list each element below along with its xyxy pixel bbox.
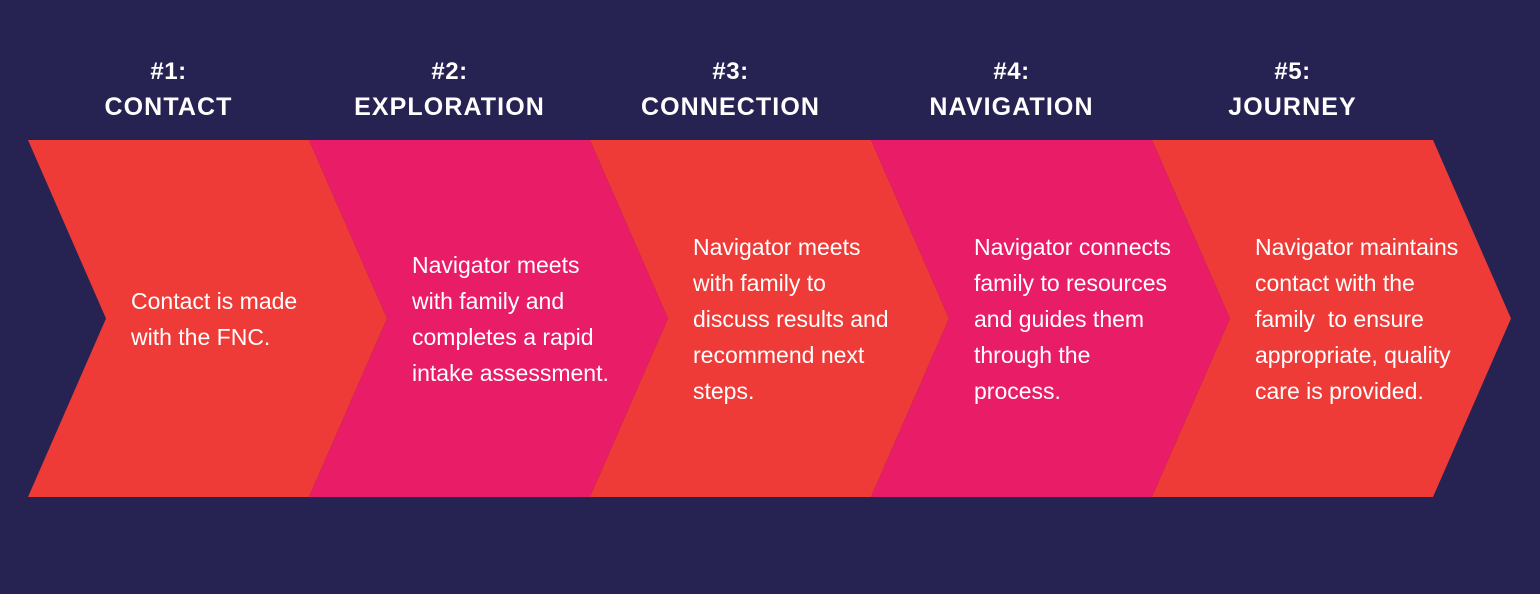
process-step-4[interactable]: #4: NAVIGATION Navigator connects family…: [871, 0, 1230, 594]
step-number-3: #3:: [712, 58, 749, 85]
step-number-4: #4:: [993, 58, 1030, 85]
chevron-shape-3: [590, 140, 949, 497]
chevron-polygon: [1152, 140, 1511, 497]
process-step-3[interactable]: #3: CONNECTION Navigator meets with fami…: [590, 0, 949, 594]
chevron-polygon: [309, 140, 668, 497]
step-header-5: #5: JOURNEY: [1152, 60, 1433, 120]
chevron-shape-5: [1152, 140, 1511, 497]
step-number-2: #2:: [431, 58, 468, 85]
step-header-3: #3: CONNECTION: [590, 60, 871, 120]
step-body-1: Contact is made with the FNC.: [131, 287, 304, 350]
step-body-5: Navigator maintains contact with the fam…: [1255, 233, 1459, 404]
chevron-shape-1: [28, 140, 387, 497]
chevron-polygon: [871, 140, 1230, 497]
chevron-shape-2: [309, 140, 668, 497]
step-header-2: #2: EXPLORATION: [309, 60, 590, 120]
step-body-4: Navigator connects family to resources a…: [974, 233, 1178, 404]
process-step-5[interactable]: #5: JOURNEY Navigator maintains contact …: [1152, 0, 1511, 594]
step-body-3: Navigator meets with family to discuss r…: [693, 233, 895, 404]
process-step-2[interactable]: #2: EXPLORATION Navigator meets with fam…: [309, 0, 668, 594]
step-label-1: CONTACT: [104, 93, 233, 121]
step-number-1: #1:: [150, 58, 187, 85]
chevron-shape-4: [871, 140, 1230, 497]
step-label-3: CONNECTION: [640, 93, 821, 121]
step-label-5: JOURNEY: [1228, 93, 1357, 121]
step-header-4: #4: NAVIGATION: [871, 60, 1152, 120]
chevron-polygon: [28, 140, 387, 497]
step-label-2: EXPLORATION: [354, 93, 545, 121]
step-label-4: NAVIGATION: [929, 93, 1094, 121]
step-body-2: Navigator meets with family and complete…: [412, 251, 609, 386]
step-number-5: #5:: [1274, 58, 1311, 85]
process-step-1[interactable]: #1: CONTACT Contact is made with the FNC…: [28, 0, 387, 594]
step-header-1: #1: CONTACT: [28, 60, 309, 120]
chevron-polygon: [590, 140, 949, 497]
